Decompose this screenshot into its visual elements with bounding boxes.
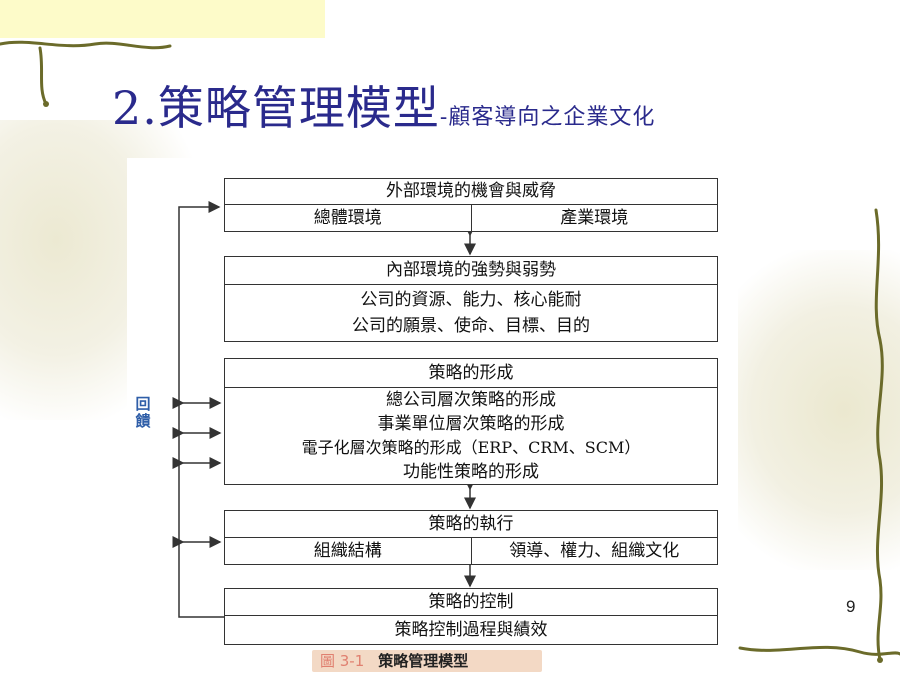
- external-environment-box: 外部環境的機會與威脅 總體環境 產業環境: [224, 178, 718, 232]
- implementation-header: 策略的執行: [428, 514, 514, 534]
- strategy-model-figure: 回饋 外部環境的機會與威脅 總體環境 產業環境 內部環境的強勢與弱勢 公司的資源…: [127, 158, 738, 675]
- strategy-implementation-box: 策略的執行 組織結構 領導、權力、組織文化: [224, 510, 718, 565]
- page-number: 9: [846, 597, 856, 616]
- formulation-line-1: 總公司層次策略的形成: [386, 390, 556, 410]
- title-main: 2.策略管理模型: [112, 81, 440, 135]
- control-line: 策略控制過程與績效: [394, 620, 548, 640]
- leadership-power-culture: 領導、權力、組織文化: [470, 538, 718, 564]
- macro-environment: 總體環境: [313, 208, 382, 228]
- control-header: 策略的控制: [428, 592, 514, 612]
- formulation-line-2: 事業單位層次策略的形成: [377, 414, 565, 434]
- strategy-control-box: 策略的控制 策略控制過程與績效: [224, 588, 718, 645]
- internal-environment-box: 內部環境的強勢與弱勢 公司的資源、能力、核心能耐 公司的願景、使命、目標、目的: [224, 256, 718, 342]
- caption-number: 圖 3-1: [320, 652, 365, 670]
- internal-header: 內部環境的強勢與弱勢: [386, 260, 556, 280]
- industry-environment: 產業環境: [470, 205, 718, 231]
- internal-line-2: 公司的願景、使命、目標、目的: [352, 316, 590, 336]
- caption-text: 策略管理模型: [378, 652, 469, 670]
- figure-caption: 圖 3-1 策略管理模型: [312, 650, 542, 672]
- formulation-line-4: 功能性策略的形成: [403, 462, 539, 482]
- feedback-label: 回饋: [135, 395, 151, 430]
- formulation-line-3: 電子化層次策略的形成（ERP、CRM、SCM）: [301, 438, 641, 457]
- internal-line-1: 公司的資源、能力、核心能耐: [360, 290, 582, 310]
- slide-title: 2.策略管理模型-顧客導向之企業文化: [112, 72, 655, 138]
- formulation-header: 策略的形成: [428, 363, 514, 383]
- title-subtitle: -顧客導向之企業文化: [439, 105, 656, 130]
- connector-lines: [172, 201, 476, 618]
- strategy-formulation-box: 策略的形成 總公司層次策略的形成 事業單位層次策略的形成 電子化層次策略的形成（…: [224, 358, 718, 485]
- top-decor-bar: [0, 0, 325, 38]
- external-header: 外部環境的機會與威脅: [386, 181, 556, 201]
- feedback-loop-line: [178, 201, 224, 618]
- organization-structure: 組織結構: [313, 541, 382, 561]
